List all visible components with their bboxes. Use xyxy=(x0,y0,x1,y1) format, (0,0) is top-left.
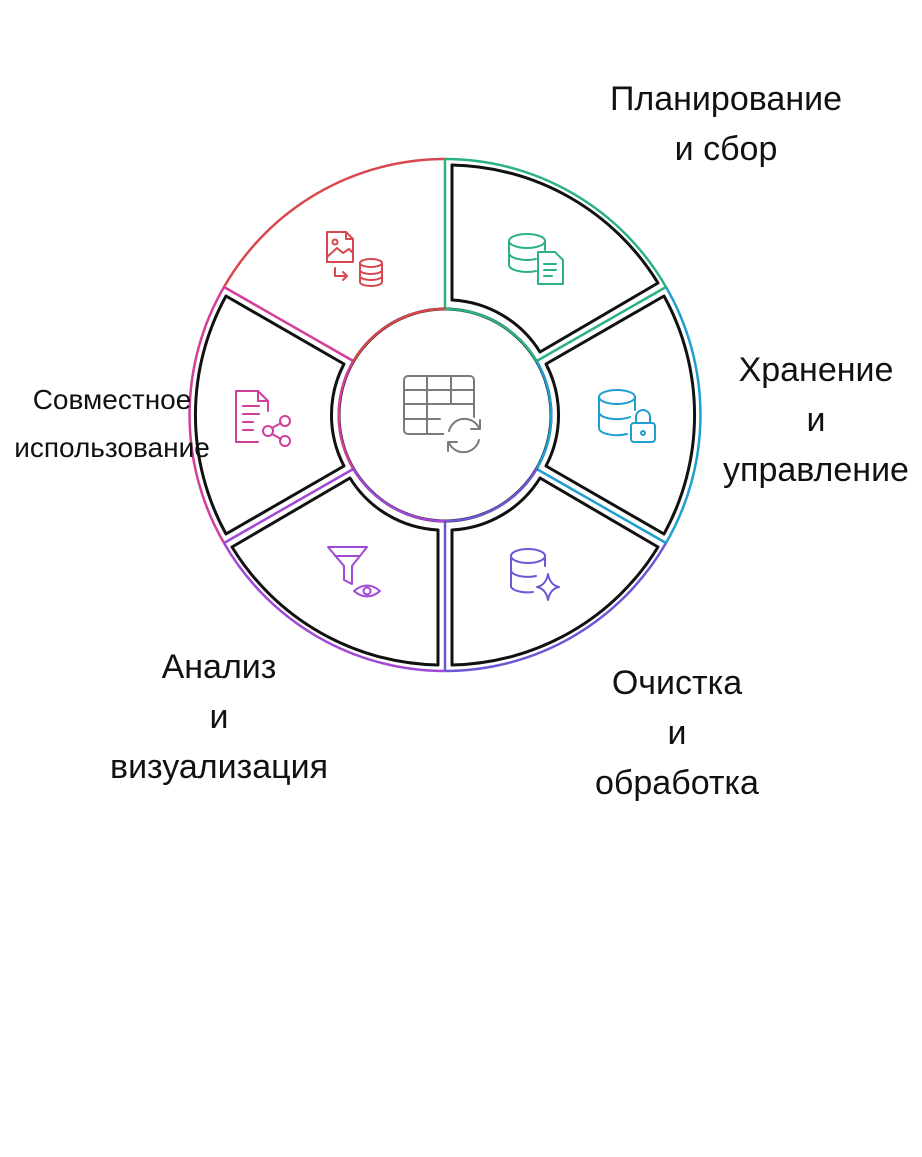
ring-arc-cleaning xyxy=(444,542,668,673)
database-lock-icon xyxy=(598,389,656,443)
spoke-storage-cleaning xyxy=(534,466,667,545)
hub-arc-planning xyxy=(444,307,539,363)
filter-eye-icon xyxy=(327,546,381,598)
label-storage-line-2: и xyxy=(806,401,826,439)
hub-arc-sharing xyxy=(337,361,355,469)
label-cleaning-line-3: обработка xyxy=(595,764,759,802)
label-cleaning-line-2: и xyxy=(667,714,687,752)
label-analysis: Анализ и визуализация xyxy=(96,642,342,792)
table-refresh-icon xyxy=(403,375,484,455)
ring-arc-planning xyxy=(444,157,668,288)
label-sharing-line-2: использование xyxy=(14,432,210,463)
segment-sharing[interactable] xyxy=(194,294,346,536)
document-share-icon xyxy=(235,390,291,447)
image-to-database-icon xyxy=(326,231,383,287)
label-analysis-line-3: визуализация xyxy=(110,748,328,786)
ring-arc-storage xyxy=(664,286,702,544)
segment-storage[interactable] xyxy=(544,294,696,536)
hub-arc-storage xyxy=(535,361,553,469)
label-storage-line-3: управление xyxy=(723,451,909,489)
segment-cleaning[interactable] xyxy=(450,476,660,667)
spoke-planning-storage xyxy=(534,285,667,364)
label-planning-line-1: Планирование xyxy=(609,80,843,118)
hub-arc-cleaning xyxy=(444,467,539,523)
spoke-sharing-migration xyxy=(223,285,356,364)
label-analysis-line-2: и xyxy=(209,698,229,736)
segment-planning[interactable] xyxy=(450,163,660,354)
label-storage-line-1: Хранение xyxy=(738,351,894,389)
label-planning: Планирование и сбор xyxy=(598,74,854,174)
label-sharing-line-1: Совместное xyxy=(32,384,192,415)
database-document-icon xyxy=(508,233,564,285)
spoke-analysis-sharing xyxy=(223,466,356,545)
ring-arc-migration xyxy=(222,157,446,288)
label-cleaning: Очистка и обработка xyxy=(577,658,777,808)
hub-arc-analysis xyxy=(351,467,446,523)
label-planning-line-2: и сбор xyxy=(674,130,778,168)
hub-arc-migration xyxy=(351,307,446,363)
ring-arc-analysis xyxy=(222,542,446,673)
label-sharing: Совместное использование xyxy=(0,376,224,472)
database-sparkle-icon xyxy=(510,548,560,601)
label-storage: Хранение и управление xyxy=(716,345,916,495)
ring-arc-sharing xyxy=(188,286,226,544)
segment-analysis[interactable] xyxy=(230,476,440,667)
label-analysis-line-1: Анализ xyxy=(161,648,277,686)
label-cleaning-line-1: Очистка xyxy=(611,664,743,702)
hub-circle xyxy=(337,307,553,523)
